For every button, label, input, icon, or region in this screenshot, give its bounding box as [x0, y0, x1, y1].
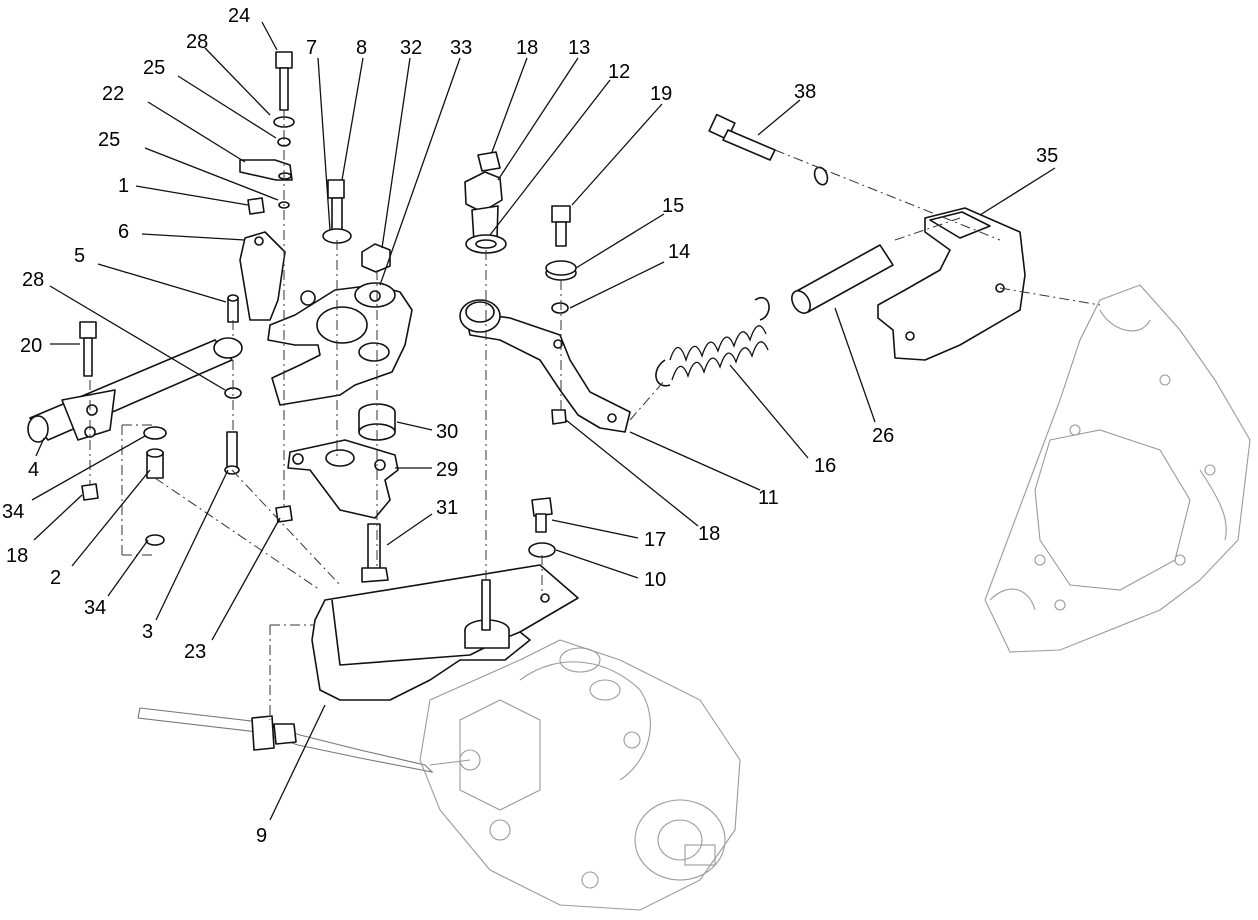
callout-23: 23 [184, 641, 206, 663]
hardware-stack-lower-center [224, 387, 399, 583]
plate-6 [239, 231, 286, 321]
leader-lines [31, 21, 1056, 821]
arm-11 [459, 299, 631, 433]
bracket-35 [877, 207, 1026, 361]
callout-34-upper: 34 [2, 501, 24, 523]
callout-35: 35 [1036, 145, 1058, 167]
callout-29: 29 [436, 459, 458, 481]
callout-3: 3 [142, 621, 153, 643]
callout-6: 6 [118, 221, 129, 243]
callout-28-top: 28 [186, 31, 208, 53]
plate-9 [311, 564, 579, 701]
callout-10: 10 [644, 569, 666, 591]
spring-16 [655, 296, 770, 387]
hardware-stack-center [239, 51, 391, 273]
callout-12: 12 [608, 61, 630, 83]
callout-38: 38 [794, 81, 816, 103]
callout-9: 9 [256, 825, 267, 847]
callout-labels: 24 28 25 22 25 1 6 5 28 20 4 34 18 2 34 … [2, 5, 1058, 847]
callout-16: 16 [814, 455, 836, 477]
callout-30: 30 [436, 421, 458, 443]
callout-24: 24 [228, 5, 250, 27]
bolt-17 [528, 497, 556, 558]
callout-18-right: 18 [698, 523, 720, 545]
callout-34-lower: 34 [84, 597, 106, 619]
callout-20: 20 [20, 335, 42, 357]
callout-31: 31 [436, 497, 458, 519]
bracket-33 [267, 282, 413, 406]
callout-28-left: 28 [22, 269, 44, 291]
tube-26 [791, 244, 894, 314]
callout-4: 4 [28, 459, 39, 481]
callout-15: 15 [662, 195, 684, 217]
callout-11: 11 [758, 487, 779, 509]
callout-14: 14 [668, 241, 690, 263]
callout-2: 2 [50, 567, 61, 589]
callout-18-top: 18 [516, 37, 538, 59]
callout-22: 22 [102, 83, 124, 105]
callout-8: 8 [356, 37, 367, 59]
hydraulic-pump [419, 639, 741, 911]
callout-1: 1 [118, 175, 129, 197]
shaft-4 [27, 294, 243, 546]
callout-18-left: 18 [6, 545, 28, 567]
callout-25-top: 25 [143, 57, 165, 79]
mounting-plate [984, 284, 1251, 653]
callout-5: 5 [74, 245, 85, 267]
callout-26: 26 [872, 425, 894, 447]
callout-7: 7 [306, 37, 317, 59]
assembly-center-lines [89, 110, 1101, 720]
callout-19: 19 [650, 83, 672, 105]
callout-13: 13 [568, 37, 590, 59]
callout-17: 17 [644, 529, 666, 551]
callout-25-lower: 25 [98, 129, 120, 151]
callout-33: 33 [450, 37, 472, 59]
bolt-38 [708, 113, 829, 186]
control-cable [137, 707, 434, 773]
callout-32: 32 [400, 37, 422, 59]
